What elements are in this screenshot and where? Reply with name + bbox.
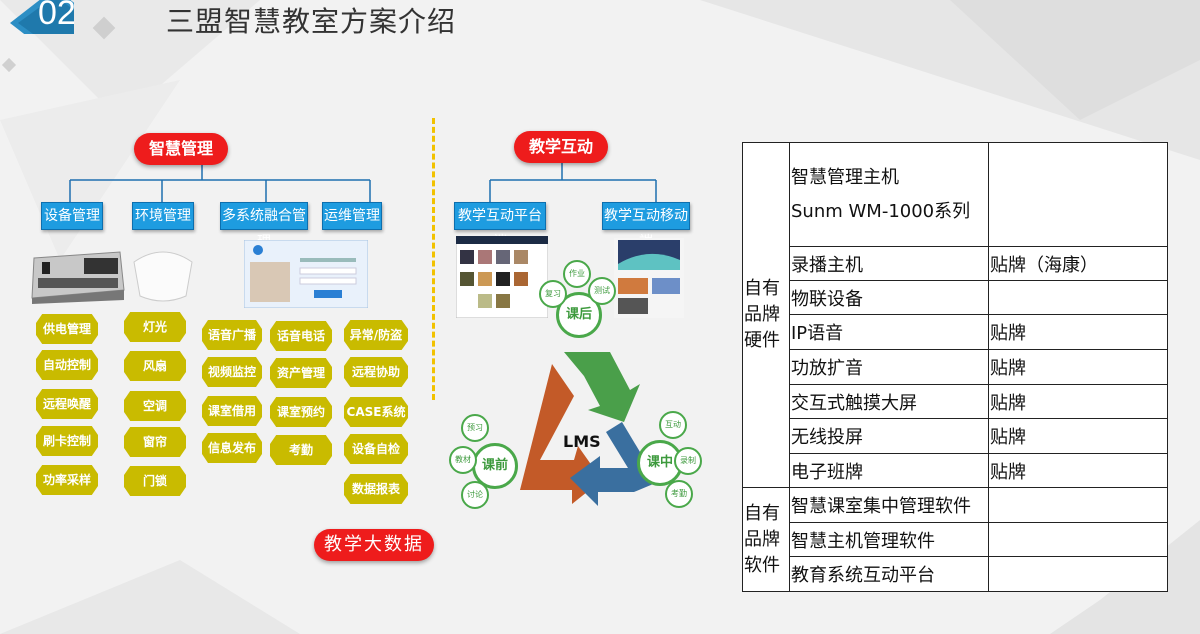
table-row-name: 无线投屏 — [789, 418, 989, 454]
feature-curtain: 窗帘 — [124, 427, 186, 457]
category-multi-system-management: 多系统融合管理 — [220, 202, 308, 250]
smart-management-title: 智慧管理 — [134, 133, 228, 165]
category-environment-management: 环境管理 — [132, 202, 194, 230]
teaching-mobile-category: 教学互动移动端 — [602, 202, 690, 250]
page-title: 三盟智慧教室方案介绍 — [166, 5, 457, 38]
feature-classroom-borrow: 课室借用 — [202, 396, 262, 426]
mobile-screenshot — [614, 238, 684, 318]
feature-video-surveillance: 视频监控 — [202, 357, 262, 387]
teaching-platform-category: 教学互动平台端 — [454, 202, 546, 250]
wifi-router-image — [133, 251, 193, 302]
table-row-name: 物联设备 — [789, 280, 989, 315]
feature-anomaly-alarm: 异常/防盗告警 — [344, 320, 408, 350]
table-row-note: 贴牌（海康） — [988, 246, 1168, 281]
lms-cycle-arrows — [520, 352, 658, 506]
lms-label: LMS — [563, 432, 601, 451]
table-row-name: 教育系统互动平台 — [789, 556, 989, 592]
feature-auto-control: 自动控制 — [36, 350, 98, 380]
platform-screenshot — [456, 236, 548, 318]
management-tree-connectors — [69, 164, 371, 202]
feature-voice-phone: 话音电话 — [270, 321, 332, 351]
feature-card-control: 刷卡控制 — [36, 426, 98, 456]
table-row-note — [988, 522, 1168, 557]
teaching-big-data-label: 教学大数据 — [314, 529, 434, 561]
table-row-name: 智慧课室集中管理软件 — [789, 487, 989, 523]
feature-remote-wake: 远程唤醒 — [36, 389, 98, 419]
teaching-interaction-title: 教学互动 — [514, 131, 608, 163]
table-row-name: 智慧管理主机 Sunm WM-1000系列 — [789, 142, 989, 247]
table-row-note: 贴牌 — [988, 453, 1168, 488]
feature-remote-assist: 远程协助 — [344, 357, 408, 387]
during-item-record: 录制 — [674, 447, 702, 475]
feature-self-check: 设备自检 — [344, 434, 408, 464]
group-hardware-label: 自有品牌硬件 — [742, 142, 790, 488]
feature-attendance: 考勤 — [270, 435, 332, 465]
feature-power-sampling: 功率采样 — [36, 465, 98, 495]
feature-case-system: CASE系统 — [344, 397, 408, 427]
table-row-note: 贴牌 — [988, 418, 1168, 454]
table-row-name: 交互式触摸大屏 — [789, 384, 989, 419]
table-row-note: 贴牌 — [988, 314, 1168, 350]
table-row-name: 功放扩音 — [789, 349, 989, 385]
after-item-homework: 作业 — [563, 260, 591, 288]
section-number-badge — [10, 0, 74, 34]
after-item-test: 测试 — [588, 277, 616, 305]
product-table: 自有品牌硬件 智慧管理主机 Sunm WM-1000系列 录播主机贴牌（海康） … — [742, 142, 1168, 592]
controller-device-image — [31, 251, 125, 304]
before-item-discuss: 讨论 — [461, 481, 489, 509]
table-row-name: 智慧主机管理软件 — [789, 522, 989, 557]
feature-fan: 风扇 — [124, 351, 186, 381]
table-row-note: 贴牌 — [988, 349, 1168, 385]
feature-air-conditioner: 空调 — [124, 391, 186, 421]
table-row-name: 录播主机 — [789, 246, 989, 281]
category-operations-management: 运维管理 — [322, 202, 382, 230]
before-item-preview: 预习 — [461, 414, 489, 442]
table-row-note — [988, 142, 1168, 247]
section-number: 02 — [38, 0, 76, 32]
feature-info-publish: 信息发布 — [202, 433, 262, 463]
feature-asset-management: 资产管理 — [270, 358, 332, 388]
feature-data-report: 数据报表 — [344, 474, 408, 504]
group-software-label: 自有品牌软件 — [742, 487, 790, 592]
section-divider — [432, 118, 435, 400]
category-device-management: 设备管理 — [41, 202, 103, 230]
table-row-name: IP语音 — [789, 314, 989, 350]
feature-power-management: 供电管理 — [36, 314, 98, 344]
feature-door-lock: 门锁 — [124, 466, 186, 496]
table-row-note — [988, 280, 1168, 315]
feature-lighting: 灯光 — [124, 312, 186, 342]
management-software-screenshot — [244, 240, 368, 308]
feature-voice-broadcast: 语音广播 — [202, 320, 262, 350]
table-row-note — [988, 556, 1168, 592]
table-row-name: 电子班牌 — [789, 453, 989, 488]
during-item-interact: 互动 — [659, 411, 687, 439]
feature-classroom-booking: 课室预约 — [270, 397, 332, 427]
after-item-review: 复习 — [539, 280, 567, 308]
table-row-note: 贴牌 — [988, 384, 1168, 419]
during-item-attendance: 考勤 — [665, 480, 693, 508]
table-row-note — [988, 487, 1168, 523]
teaching-tree-connectors — [489, 162, 657, 202]
before-item-material: 教材 — [449, 446, 477, 474]
